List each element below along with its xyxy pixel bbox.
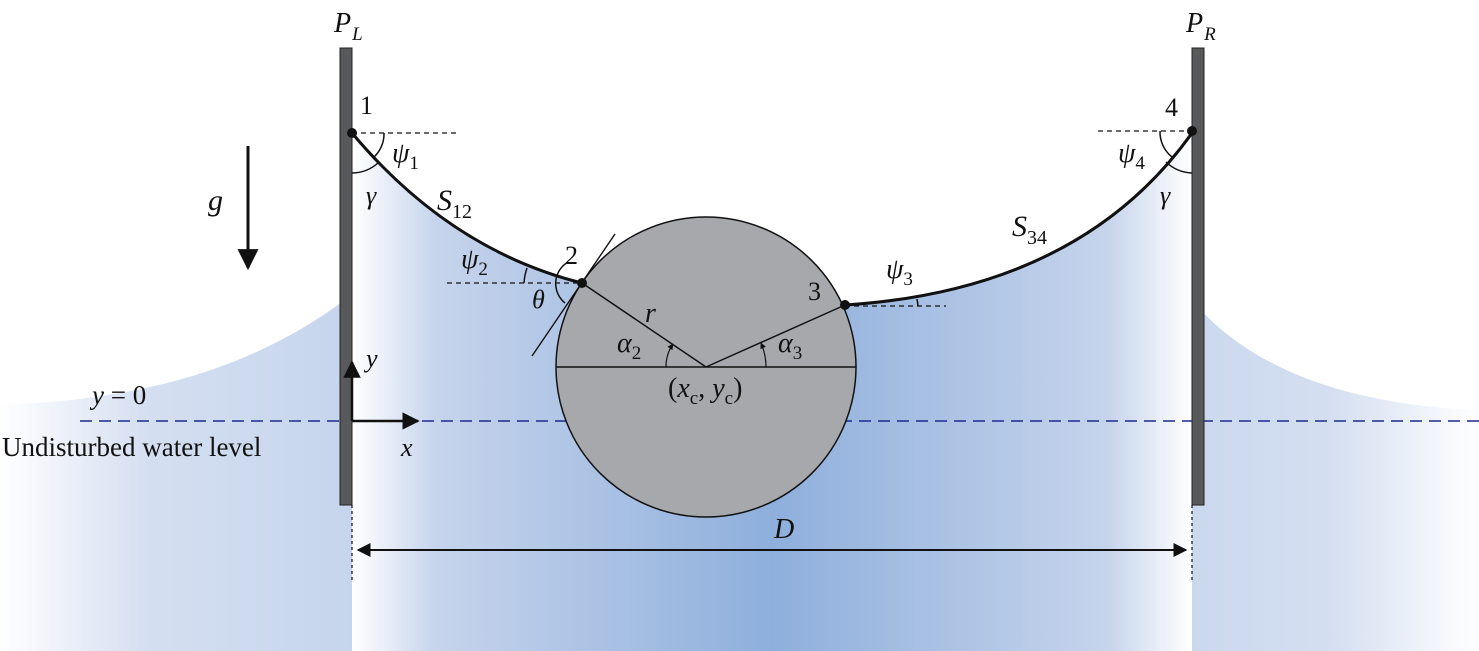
radius-line-2 bbox=[581, 282, 707, 368]
x-axis-label: x bbox=[400, 433, 413, 462]
undisturbed-water-level-label: Undisturbed water level bbox=[2, 432, 261, 462]
point-1-label: 1 bbox=[360, 91, 373, 120]
radius-label: r bbox=[645, 298, 656, 329]
meniscus-s12 bbox=[350, 132, 583, 285]
theta-label: θ bbox=[532, 285, 545, 314]
alpha-2-label: α2 bbox=[617, 328, 641, 364]
center-label: (xc, yc) bbox=[668, 373, 742, 409]
meniscus-s34 bbox=[844, 132, 1194, 307]
psi-4-arc bbox=[1159, 130, 1173, 158]
psi-2-arc bbox=[523, 267, 528, 284]
theta-arc bbox=[555, 261, 569, 304]
psi-1-label: ψ1 bbox=[392, 138, 419, 174]
psi-2-label: ψ2 bbox=[461, 244, 488, 280]
plate-left-label: PL bbox=[333, 8, 363, 45]
alpha-3-label: α3 bbox=[778, 328, 802, 364]
point-4-label: 4 bbox=[1165, 93, 1178, 122]
psi-1-arc bbox=[372, 132, 385, 159]
s34-label: S34 bbox=[1012, 210, 1047, 249]
gamma-right-label: γ bbox=[1160, 181, 1171, 210]
psi-3-label: ψ3 bbox=[886, 254, 913, 290]
point-2-label: 2 bbox=[565, 241, 578, 270]
gamma-left-label: γ bbox=[366, 181, 377, 210]
plate-right bbox=[1191, 47, 1205, 506]
point-3-label: 3 bbox=[808, 277, 821, 306]
point-4-dot bbox=[1187, 126, 1197, 136]
point-2-dot bbox=[577, 278, 587, 288]
plate-right-label: PR bbox=[1185, 8, 1216, 45]
tangent-line-2 bbox=[531, 233, 616, 357]
radius-line-3 bbox=[705, 304, 846, 368]
psi-4-label: ψ4 bbox=[1118, 138, 1145, 174]
y-axis-label: y bbox=[363, 344, 378, 373]
gamma-left-arc bbox=[351, 162, 379, 174]
point-3-dot bbox=[840, 300, 850, 310]
s12-label: S12 bbox=[437, 184, 472, 223]
psi-3-arc bbox=[916, 298, 919, 307]
gravity-label: g bbox=[208, 184, 223, 217]
plate-left bbox=[339, 47, 353, 506]
gamma-right-arc bbox=[1165, 161, 1193, 174]
y-zero-label: y = 0 bbox=[89, 380, 146, 410]
distance-label: D bbox=[773, 514, 794, 545]
alpha-2-arc bbox=[665, 343, 674, 368]
point-1-dot bbox=[347, 128, 357, 138]
alpha-3-arc bbox=[760, 342, 767, 368]
